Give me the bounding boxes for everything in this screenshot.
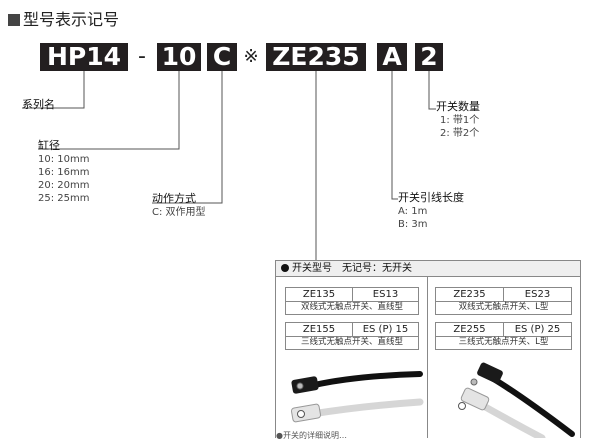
page-title: 型号表示记号	[8, 6, 119, 30]
l-type-switch-image	[458, 362, 575, 438]
switch-code: ES (P) 25	[514, 324, 561, 335]
code-switch: ZE235	[266, 43, 366, 71]
label-lead: 开关引线长度	[398, 191, 464, 204]
switch-caption: 双线式无触点开关、L型	[436, 301, 571, 313]
option-bore-10: 10: 10mm	[38, 154, 90, 165]
straight-switch-image	[290, 371, 424, 423]
code-lead: A	[377, 43, 407, 71]
label-bore: 缸径	[38, 139, 60, 152]
option-bore-20: 20: 20mm	[38, 180, 90, 191]
switch-group-ze235: ZE235 ES23 双线式无触点开关、L型	[435, 287, 572, 315]
option-qty-1: 1: 带1个	[440, 115, 480, 126]
switch-code: ES23	[524, 289, 551, 300]
panel-divider	[427, 277, 428, 438]
label-qty: 开关数量	[436, 100, 480, 113]
switch-group-ze135: ZE135 ES13 双线式无触点开关、直线型	[285, 287, 419, 315]
code-series: HP14	[40, 43, 128, 71]
switch-caption: 双线式无触点开关、直线型	[286, 301, 418, 313]
option-lead-a: A: 1m	[398, 206, 428, 217]
switch-panel-heading: 开关型号 无记号：无开关	[276, 261, 580, 277]
switch-model: ZE155	[302, 324, 336, 335]
code-action: C	[207, 43, 237, 71]
switch-group-ze155: ZE155 ES (P) 15 三线式无触点开关、直线型	[285, 322, 419, 350]
switch-group-ze255: ZE255 ES (P) 25 三线式无触点开关、L型	[435, 322, 572, 350]
switch-code: ES (P) 15	[362, 324, 409, 335]
option-action-c: C: 双作用型	[152, 207, 206, 218]
switch-footnote: ●开关的详细说明…	[276, 431, 347, 440]
switch-caption: 三线式无触点开关、直线型	[286, 336, 418, 348]
switch-model: ZE235	[453, 289, 486, 300]
code-dash: -	[138, 44, 146, 69]
code-mark: ※	[243, 46, 259, 67]
bullet-icon	[281, 264, 289, 272]
cell-divider	[352, 288, 353, 301]
option-lead-b: B: 3m	[398, 219, 428, 230]
switch-panel: 开关型号 无记号：无开关 ZE135 ES13 双线式无触点开关、直线型 ZE1…	[275, 260, 581, 438]
option-bore-16: 16: 16mm	[38, 167, 90, 178]
page-title-text: 型号表示记号	[23, 10, 120, 29]
cell-divider	[503, 288, 504, 301]
label-series: 系列名	[22, 98, 55, 111]
switch-model: ZE135	[302, 289, 336, 300]
option-bore-25: 25: 25mm	[38, 193, 90, 204]
title-square-icon	[8, 14, 20, 26]
cell-divider	[352, 323, 353, 336]
cell-divider	[503, 323, 504, 336]
switch-panel-heading-text: 开关型号 无记号：无开关	[292, 263, 412, 274]
option-qty-2: 2: 带2个	[440, 128, 480, 139]
label-action: 动作方式	[152, 192, 196, 205]
code-qty: 2	[415, 43, 443, 71]
switch-caption: 三线式无触点开关、L型	[436, 336, 571, 348]
switch-model: ZE255	[453, 324, 486, 335]
switch-code: ES13	[372, 289, 399, 300]
code-bore: 10	[157, 43, 201, 71]
